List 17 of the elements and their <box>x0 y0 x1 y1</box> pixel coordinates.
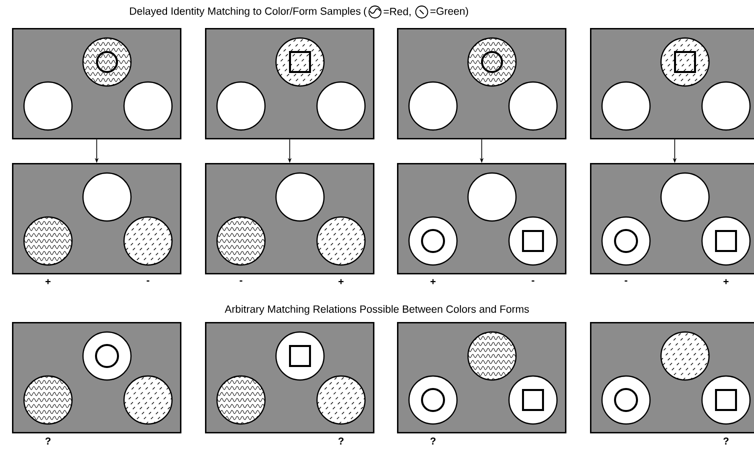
sign-label: - <box>146 280 150 282</box>
sign-label: - <box>624 280 628 282</box>
sign-label: + <box>724 279 729 284</box>
question-mark: ? <box>723 438 728 444</box>
sign-label: + <box>46 279 51 284</box>
legend-text: =Green) <box>430 7 468 17</box>
question-mark: ? <box>45 438 50 444</box>
question-mark: ? <box>430 438 436 444</box>
legend-text: =Red, <box>384 8 411 16</box>
title: Delayed Identity Matching to Color/Form Samples <box>130 7 360 17</box>
sign-label: + <box>338 279 344 284</box>
question-mark: ? <box>338 438 344 444</box>
sign-label: - <box>532 280 534 282</box>
sign-label: - <box>240 280 242 282</box>
sign-label: + <box>430 279 436 284</box>
legend-text: ( <box>364 7 367 17</box>
section-heading: Arbitrary Matching Relations Possible Between Colors and Forms <box>224 305 529 315</box>
